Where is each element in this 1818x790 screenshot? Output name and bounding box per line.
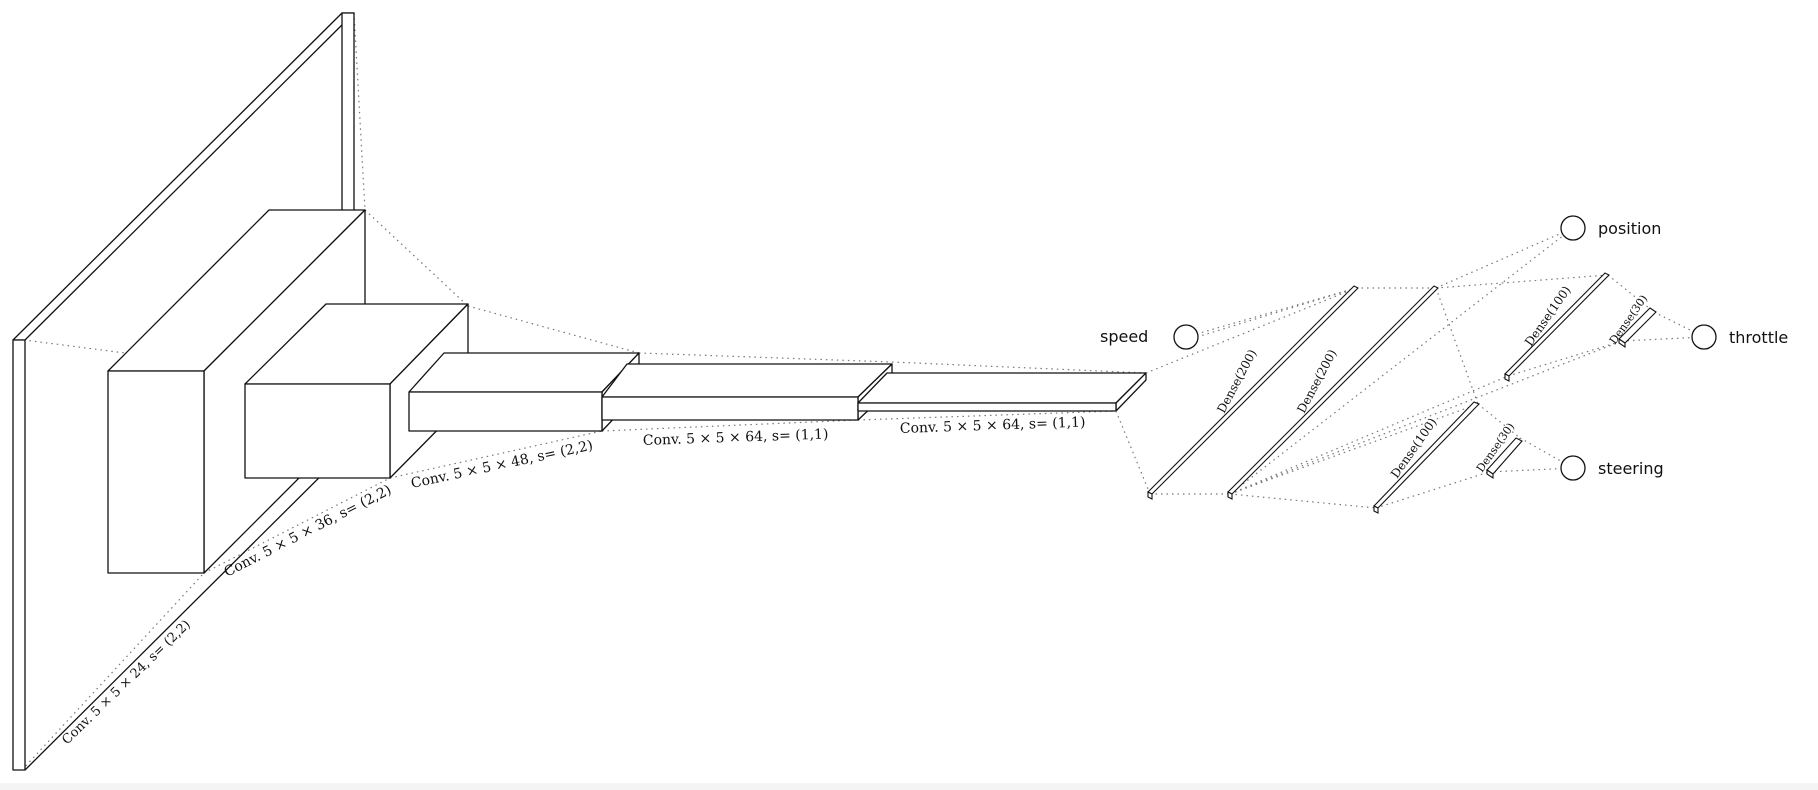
dense-bar-lower-2 <box>1486 437 1523 480</box>
throttle-label: throttle <box>1729 328 1788 347</box>
dense-bar-upper-2 <box>1618 307 1657 349</box>
dense-bar-lower-1 <box>1373 401 1480 514</box>
dense-bar-shared-2 <box>1227 285 1439 500</box>
conv-volume-4 <box>408 352 640 432</box>
dense-bar-shared-1 <box>1147 285 1359 500</box>
steering-label: steering <box>1598 459 1664 478</box>
position-output-node <box>1560 215 1586 241</box>
conv-volume-5 <box>601 363 893 421</box>
dense-connectors <box>1115 227 1705 509</box>
position-label: position <box>1598 219 1661 238</box>
speed-label: speed <box>1100 327 1148 346</box>
conv-label-4: Conv. 5 × 5 × 64, s= (1,1) <box>643 427 829 449</box>
steering-output-node <box>1560 455 1586 481</box>
conv-label-5: Conv. 5 × 5 × 64, s= (1,1) <box>900 415 1086 437</box>
conv-volume-6 <box>857 372 1147 412</box>
dense-bar-upper-1 <box>1504 272 1610 382</box>
throttle-output-node <box>1691 324 1717 350</box>
speed-input-node <box>1173 324 1199 350</box>
